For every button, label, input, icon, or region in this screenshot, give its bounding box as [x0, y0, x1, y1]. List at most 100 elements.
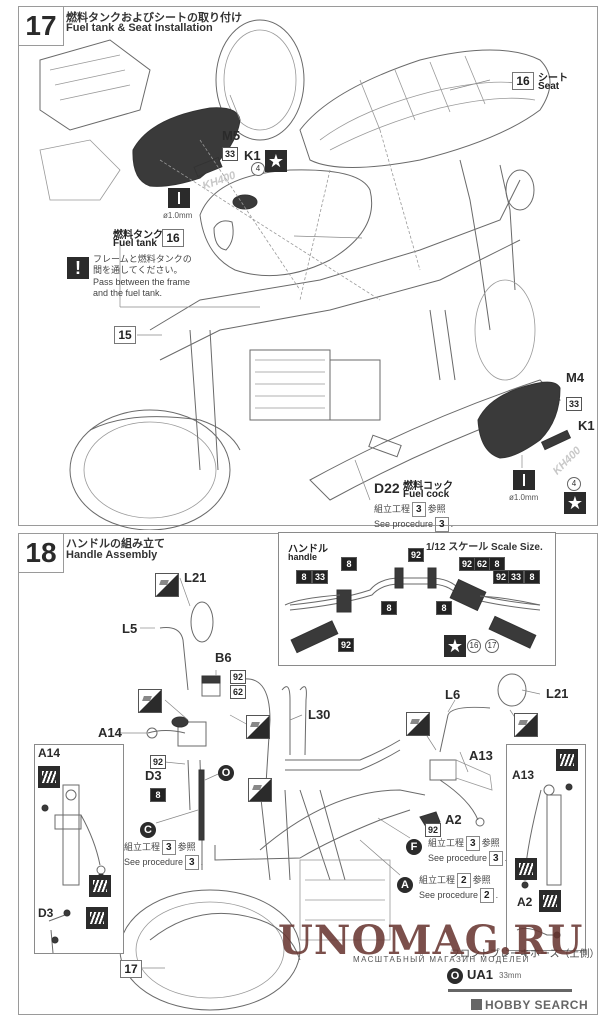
- drill-hole-icon-right: [513, 470, 535, 490]
- note-exclamation-icon: !: [67, 257, 89, 279]
- fuel-tank-part-box: 16: [162, 229, 184, 247]
- decal-silver-icon-a13-bottom: [515, 858, 537, 880]
- scale-decal-17: 17: [485, 639, 499, 653]
- ref-a-jp-suffix: 参照: [472, 875, 491, 885]
- scale-decal-star-icon: ★: [444, 635, 466, 657]
- step-17-title-jp: 燃料タンクおよびシートの取り付け: [66, 12, 242, 24]
- brand-logo: HOBBY SEARCH: [471, 998, 588, 1012]
- decal-silver-icon-a14: [38, 766, 60, 788]
- part-label-l21-right: L21: [546, 686, 569, 701]
- note-jp-line1: フレームと燃料タンクの: [93, 254, 192, 264]
- decal-silver-icon-d3: [86, 907, 108, 929]
- cement-icon-l21-left: [155, 573, 179, 597]
- ref-a-step: 2: [457, 873, 471, 888]
- brand-name: HOBBY SEARCH: [485, 998, 589, 1012]
- ref-c-jp-prefix: 組立工程: [124, 842, 161, 852]
- ref-f-step: 3: [466, 836, 480, 851]
- cement-icon-l6: [406, 712, 430, 736]
- scale-paint-8-c: 8: [381, 601, 397, 615]
- scale-paint-8-d: 8: [436, 601, 452, 615]
- drill-size-label: ø1.0mm: [163, 211, 193, 220]
- scale-decal-16: 16: [467, 639, 481, 653]
- ref-f-jp-suffix: 参照: [481, 838, 500, 848]
- part-label-a14: A14: [98, 725, 122, 740]
- ref-a-jp-prefix: 組立工程: [419, 875, 456, 885]
- ref-c-en-prefix: See procedure: [124, 857, 184, 867]
- handle-label-jp: ハンドル: [288, 544, 328, 555]
- scale-paint-8-e: 8: [489, 557, 505, 571]
- ref-c-step-en: 3: [185, 855, 199, 870]
- scale-size-title: 1/12 スケール Scale Size.: [426, 542, 543, 553]
- scale-paint-92-b: 92: [459, 557, 476, 571]
- scale-paint-92-c: 92: [493, 570, 510, 584]
- step-17-title-en: Fuel tank & Seat Installation: [66, 22, 213, 34]
- hose-length-bar: [448, 989, 572, 992]
- cement-icon-l30: [248, 778, 272, 802]
- paint-b6-62: 62: [230, 685, 247, 699]
- hose-length: 33mm: [499, 971, 522, 980]
- scale-paint-8-f: 8: [524, 570, 540, 584]
- decal-star-icon: ★: [265, 150, 287, 172]
- ref-c-jp-suffix: 参照: [177, 842, 196, 852]
- scale-paint-62: 62: [474, 557, 491, 571]
- ref-jp-prefix: 組立工程: [374, 504, 411, 514]
- watermark-subtitle: МАСШТАБНЫЙ МАГАЗИН МОДЕЛЕЙ: [353, 955, 530, 964]
- paint-code-33-right: 33: [566, 397, 583, 411]
- ref-a-en-prefix: See procedure: [419, 890, 479, 900]
- part-label-a13: A13: [469, 748, 493, 763]
- part-label-k1-right: K1: [578, 418, 595, 433]
- callout-a: A: [397, 877, 413, 893]
- inset-a13-drawing: [516, 783, 573, 939]
- part-label-m4: M4: [566, 370, 585, 385]
- fuel-cock-label-en: Fuel cock: [403, 489, 450, 500]
- ref-jp-suffix: 参照: [427, 504, 446, 514]
- cement-icon-l5: [138, 689, 162, 713]
- ref-en-prefix: See procedure: [374, 519, 434, 529]
- ref-step-en: 3: [435, 517, 449, 532]
- decal-silver-icon-a14-bottom: [89, 875, 111, 897]
- ref-f-en-prefix: See procedure: [428, 853, 488, 863]
- part-label-l30: L30: [308, 707, 331, 722]
- motorcycle-fuel-tank-seat-illustration: [39, 19, 572, 530]
- brake-hose-label-jp: フロントブレーキホース（上側）: [450, 949, 600, 960]
- note-en-line1: Pass between the frame: [93, 277, 191, 287]
- hose-callout-o: O: [447, 968, 463, 984]
- scale-paint-33-b: 33: [508, 570, 525, 584]
- handle-label-en: handle: [288, 552, 318, 562]
- scale-paint-33-a: 33: [312, 570, 329, 584]
- scale-paint-92-top: 92: [408, 548, 425, 562]
- part-label-l6: L6: [445, 687, 461, 702]
- cement-icon-hose: [246, 715, 270, 739]
- cement-icon-l21-right: [514, 713, 538, 737]
- seat-label-jp: シート: [538, 73, 568, 84]
- part-label-a2: A2: [445, 812, 462, 827]
- seat-label-en: Seat: [538, 81, 560, 92]
- step-18-title-en: Handle Assembly: [66, 549, 158, 561]
- drill-size-label-right: ø1.0mm: [509, 493, 539, 502]
- drill-hole-icon: [168, 188, 190, 208]
- ref-f-step-en: 3: [489, 851, 503, 866]
- paint-d3-92: 92: [150, 755, 167, 769]
- paint-b6-92: 92: [230, 670, 247, 684]
- decal-silver-icon-a13: [556, 749, 578, 771]
- hose-part-ua1: UA1: [467, 967, 494, 982]
- step-18-number: 18: [18, 533, 64, 573]
- decal-silver-icon-a2: [539, 890, 561, 912]
- note-jp-line2: 間を通してください。: [93, 265, 183, 275]
- ref-a-step-en: 2: [480, 888, 494, 903]
- brand-logo-icon: [471, 999, 482, 1010]
- part-label-d3: D3: [145, 768, 162, 783]
- fuel-tank-label-jp: 燃料タンク: [113, 230, 163, 241]
- step-18-title-jp: ハンドルの組み立て: [66, 538, 165, 550]
- part-label-l5: L5: [122, 621, 138, 636]
- inset-d3-title: D3: [38, 906, 54, 920]
- inset-a2-title: A2: [517, 895, 533, 909]
- ref-c-step: 3: [162, 840, 176, 855]
- fuel-cock-label-jp: 燃料コック: [403, 481, 453, 492]
- callout-f: F: [406, 839, 422, 855]
